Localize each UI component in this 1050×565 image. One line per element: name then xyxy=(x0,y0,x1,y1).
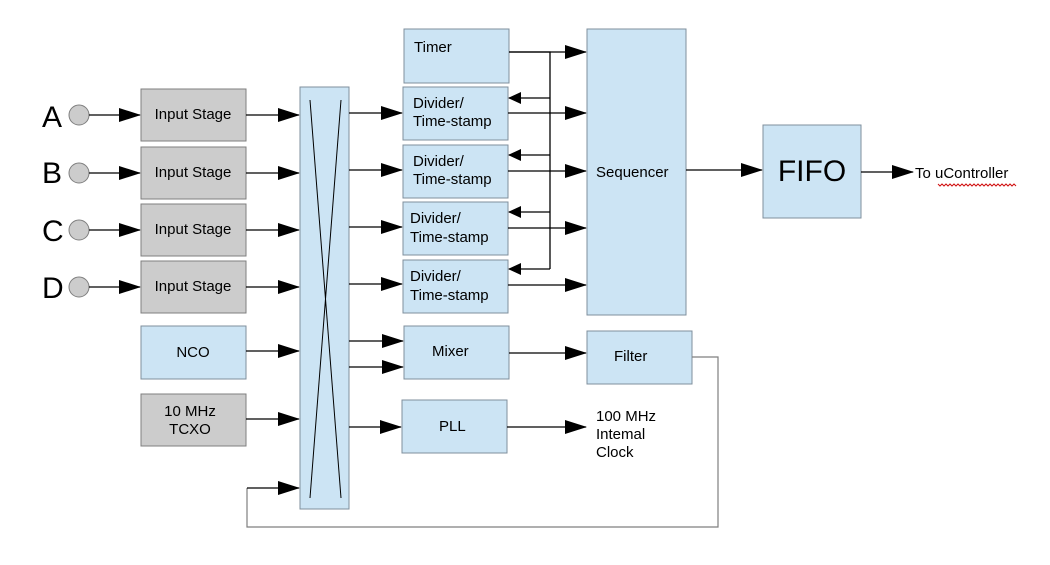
filter-block: Filter xyxy=(586,330,693,385)
input-stage-d-label: Input Stage xyxy=(155,278,232,295)
input-port-a xyxy=(68,104,90,126)
pll-label: PLL xyxy=(439,418,466,435)
clock-label-line3: Clock xyxy=(596,444,634,461)
mixer-block: Mixer xyxy=(403,325,510,380)
input-port-d xyxy=(68,276,90,298)
pll-block: PLL xyxy=(401,399,508,454)
sequencer-label: Sequencer xyxy=(596,164,669,181)
clock-label-line1: 100 MHz xyxy=(596,408,656,425)
wire-filter-feedback xyxy=(246,356,719,528)
divider-4-label-line1: Divider/ xyxy=(410,268,462,285)
timer-label: Timer xyxy=(414,39,452,56)
divider-block-2: Divider/ Time-stamp xyxy=(402,144,509,199)
mixer-label: Mixer xyxy=(432,343,469,360)
input-stage-a-label: Input Stage xyxy=(155,106,232,123)
input-label-a: A xyxy=(42,101,62,134)
tcxo-label-line1: 10 MHz xyxy=(164,403,216,420)
input-label-b: B xyxy=(42,157,62,190)
divider-4-label-line2: Time-stamp xyxy=(410,287,489,304)
divider-1-label-line1: Divider/ xyxy=(413,95,465,112)
fifo-block: FIFO xyxy=(762,124,862,219)
nco-block: NCO xyxy=(140,325,247,380)
nco-label: NCO xyxy=(176,344,209,361)
divider-2-label-line1: Divider/ xyxy=(413,153,465,170)
sequencer-block: Sequencer xyxy=(586,28,687,316)
divider-3-label-line1: Divider/ xyxy=(410,210,462,227)
input-stage-c-label: Input Stage xyxy=(155,221,232,238)
tcxo-label-line2: TCXO xyxy=(169,421,211,438)
divider-block-4: Divider/ Time-stamp xyxy=(402,259,509,314)
input-stage-c: Input Stage xyxy=(140,203,247,257)
fifo-label: FIFO xyxy=(778,155,846,188)
input-stage-d: Input Stage xyxy=(140,260,247,314)
input-stage-a: Input Stage xyxy=(140,88,247,142)
output-label: To uController xyxy=(915,165,1008,182)
input-label-c: C xyxy=(42,215,64,248)
input-stage-b-label: Input Stage xyxy=(155,164,232,181)
input-stage-b: Input Stage xyxy=(140,146,247,200)
divider-3-label-line2: Time-stamp xyxy=(410,229,489,246)
crosspoint-switch xyxy=(299,86,350,510)
timer-block: Timer xyxy=(403,28,510,84)
filter-label: Filter xyxy=(614,348,647,365)
clock-label-line2: Intemal xyxy=(596,426,645,443)
divider-1-label-line2: Time-stamp xyxy=(413,113,492,130)
tcxo-block: 10 MHz TCXO xyxy=(140,393,247,447)
input-port-c xyxy=(68,219,90,241)
divider-block-3: Divider/ Time-stamp xyxy=(402,201,509,256)
input-label-d: D xyxy=(42,272,64,305)
spellcheck-underline xyxy=(937,183,1017,187)
input-port-b xyxy=(68,162,90,184)
divider-block-1: Divider/ Time-stamp xyxy=(402,86,509,141)
divider-2-label-line2: Time-stamp xyxy=(413,171,492,188)
wire-timer-bus xyxy=(509,51,551,269)
